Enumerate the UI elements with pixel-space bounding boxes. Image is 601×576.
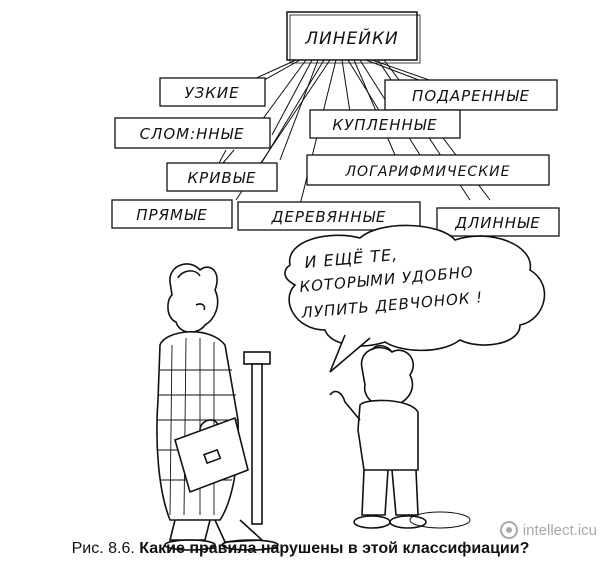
category-label-narrow: УЗКИЕ bbox=[184, 84, 239, 102]
category-node-broken: СЛОМ:ННЫЕ bbox=[114, 117, 271, 149]
watermark: intellect.icu bbox=[499, 518, 597, 542]
watermark-text: intellect.icu bbox=[522, 521, 597, 539]
category-node-straight: ПРЯМЫЕ bbox=[111, 199, 233, 229]
category-label-curved: КРИВЫЕ bbox=[188, 169, 257, 187]
category-label-broken: СЛОМ:ННЫЕ bbox=[140, 125, 245, 143]
watermark-logo-icon bbox=[499, 521, 518, 539]
category-label-long: ДЛИННЫЕ bbox=[454, 214, 541, 232]
root-node: ЛИНЕЙКИ bbox=[286, 11, 421, 64]
category-node-wooden: ДЕРЕВЯННЫЕ bbox=[237, 201, 421, 231]
category-node-gifted: ПОДАРЕННЫЕ bbox=[384, 79, 558, 111]
caption-text: Какие правила нарушены в этой классифиац… bbox=[139, 540, 530, 557]
category-label-straight: ПРЯМЫЕ bbox=[136, 206, 207, 224]
caption-prefix: Рис. 8.6. bbox=[71, 540, 135, 557]
boy-figure bbox=[329, 344, 471, 529]
category-label-logarithmic: ЛОГАРИФМИЧЕСКИЕ bbox=[345, 164, 511, 180]
category-label-bought: КУПЛЕННЫЕ bbox=[332, 116, 437, 134]
category-node-bought: КУПЛЕННЫЕ bbox=[309, 109, 461, 139]
figure-caption: Рис. 8.6. Какие правила нарушены в этой … bbox=[0, 540, 601, 558]
category-node-narrow: УЗКИЕ bbox=[159, 77, 266, 107]
category-node-curved: КРИВЫЕ bbox=[166, 162, 278, 192]
category-node-logarithmic: ЛОГАРИФМИЧЕСКИЕ bbox=[306, 154, 550, 186]
category-label-gifted: ПОДАРЕННЫЕ bbox=[412, 87, 530, 105]
speech-bubble: И ЕЩЁ ТЕ, КОТОРЫМИ УДОБНО ЛУПИТЬ ДЕВЧОНО… bbox=[284, 224, 546, 373]
category-node-long: ДЛИННЫЕ bbox=[436, 207, 560, 237]
category-label-wooden: ДЕРЕВЯННЫЕ bbox=[271, 208, 387, 226]
man-figure bbox=[156, 263, 279, 551]
root-label: ЛИНЕЙКИ bbox=[304, 27, 399, 49]
